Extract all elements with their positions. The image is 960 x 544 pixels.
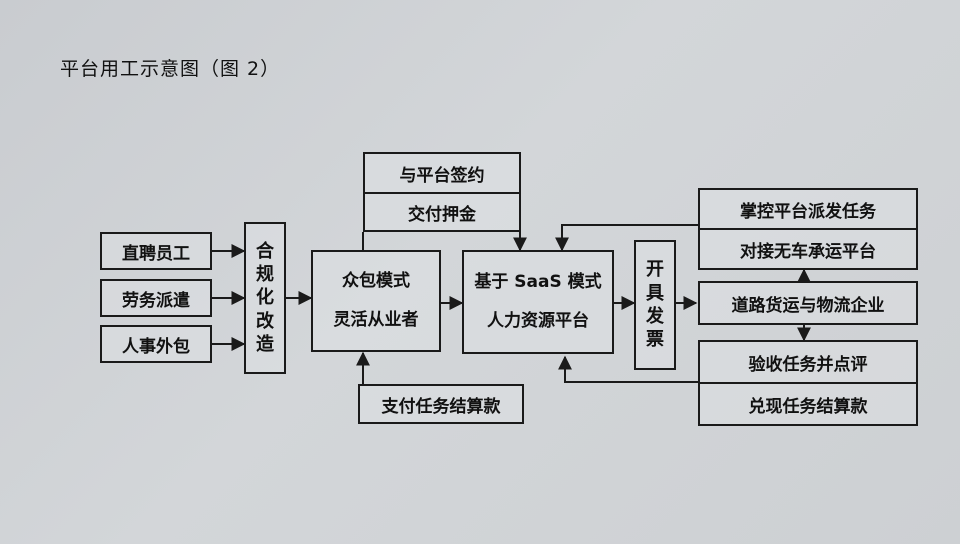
hr-outsourcing-label: 人事外包 bbox=[122, 336, 190, 357]
invoice-char-2: 具 bbox=[646, 282, 664, 304]
redeem-settlement-label: 兑现任务结算款 bbox=[748, 396, 868, 417]
accept-review-label: 验收任务并点评 bbox=[748, 354, 868, 375]
direct-hire-box: 直聘员工 bbox=[100, 232, 212, 270]
crowd-mode-line1: 众包模式 bbox=[342, 271, 410, 291]
dispatch-task-label: 掌控平台派发任务 bbox=[740, 201, 876, 222]
sign-platform-box: 与平台签约 bbox=[363, 152, 521, 194]
diagram-title: 平台用工示意图（图 2） bbox=[60, 58, 281, 80]
hr-outsourcing-box: 人事外包 bbox=[100, 325, 212, 363]
accept-review-box: 验收任务并点评 bbox=[698, 340, 918, 384]
crowd-mode-box: 众包模式 灵活从业者 bbox=[311, 250, 441, 352]
saas-platform-line2: 人力资源平台 bbox=[487, 311, 589, 331]
saas-platform-line1: 基于 SaaS 模式 bbox=[474, 272, 602, 292]
redeem-settlement-box: 兑现任务结算款 bbox=[698, 382, 918, 426]
compliance-char-1: 合 bbox=[256, 240, 274, 262]
labor-dispatch-box: 劳务派遣 bbox=[100, 279, 212, 317]
crowd-mode-line2: 灵活从业者 bbox=[333, 310, 419, 330]
compliance-char-4: 改 bbox=[256, 310, 274, 332]
deposit-label: 交付押金 bbox=[408, 204, 476, 225]
invoice-char-4: 票 bbox=[646, 329, 664, 351]
logistics-enterprise-label: 道路货运与物流企业 bbox=[731, 295, 885, 316]
saas-platform-box: 基于 SaaS 模式 人力资源平台 bbox=[462, 250, 614, 354]
dispatch-task-box: 掌控平台派发任务 bbox=[698, 188, 918, 230]
compliance-char-5: 造 bbox=[256, 334, 274, 356]
labor-dispatch-label: 劳务派遣 bbox=[122, 290, 190, 311]
invoice-char-3: 发 bbox=[646, 306, 664, 327]
compliance-box: 合 规 化 改 造 bbox=[244, 222, 286, 374]
invoice-char-1: 开 bbox=[646, 259, 664, 281]
arrow-redeem-to-saas bbox=[558, 355, 698, 383]
truckless-platform-box: 对接无车承运平台 bbox=[698, 228, 918, 270]
pay-settlement-label: 支付任务结算款 bbox=[381, 396, 501, 417]
compliance-char-3: 化 bbox=[256, 287, 274, 309]
logistics-enterprise-box: 道路货运与物流企业 bbox=[698, 281, 918, 325]
direct-hire-label: 直聘员工 bbox=[122, 243, 190, 264]
truckless-platform-label: 对接无车承运平台 bbox=[740, 241, 876, 262]
pay-settlement-box: 支付任务结算款 bbox=[358, 384, 524, 424]
arrow-dispatch-to-saas bbox=[555, 224, 698, 252]
compliance-char-2: 规 bbox=[256, 263, 274, 285]
deposit-box: 交付押金 bbox=[363, 192, 521, 232]
sign-platform-label: 与平台签约 bbox=[399, 165, 485, 186]
invoice-box: 开 具 发 票 bbox=[634, 240, 676, 370]
